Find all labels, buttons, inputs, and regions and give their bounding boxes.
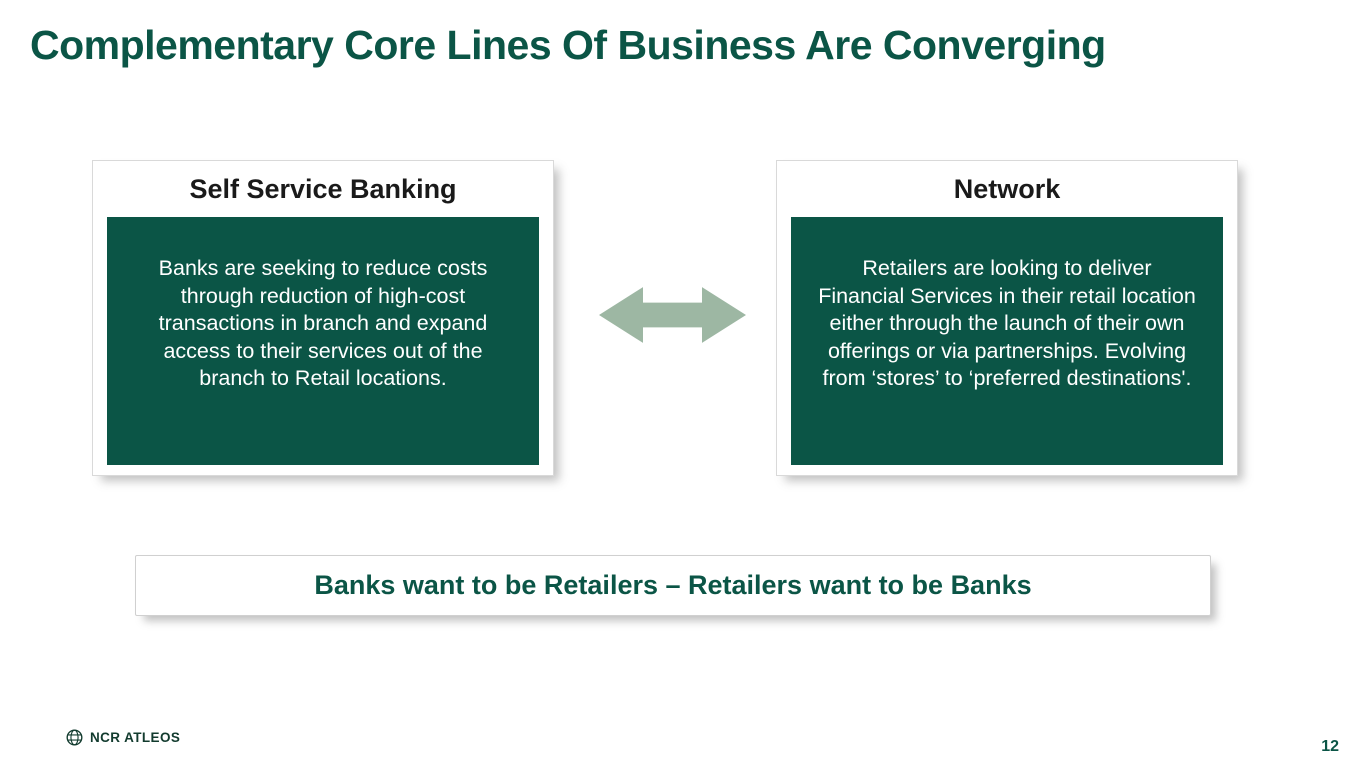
network-card-body: Retailers are looking to deliver Financi… xyxy=(791,217,1223,465)
self-service-banking-card-body: Banks are seeking to reduce costs throug… xyxy=(107,217,539,465)
slide-title: Complementary Core Lines Of Business Are… xyxy=(30,22,1106,68)
bottom-banner-text: Banks want to be Retailers – Retailers w… xyxy=(314,570,1032,600)
page-number: 12 xyxy=(1321,738,1339,755)
bottom-banner: Banks want to be Retailers – Retailers w… xyxy=(135,555,1211,616)
footer-brand: NCR ATLEOS xyxy=(66,729,180,746)
self-service-banking-card-title: Self Service Banking xyxy=(189,173,457,204)
globe-icon xyxy=(66,729,83,746)
self-service-banking-card: Self Service Banking Banks are seeking t… xyxy=(92,160,554,476)
network-card: Network Retailers are looking to deliver… xyxy=(776,160,1238,476)
footer-brand-text: NCR ATLEOS xyxy=(90,730,181,745)
network-card-title: Network xyxy=(953,173,1061,204)
double-arrow-icon xyxy=(599,285,746,345)
